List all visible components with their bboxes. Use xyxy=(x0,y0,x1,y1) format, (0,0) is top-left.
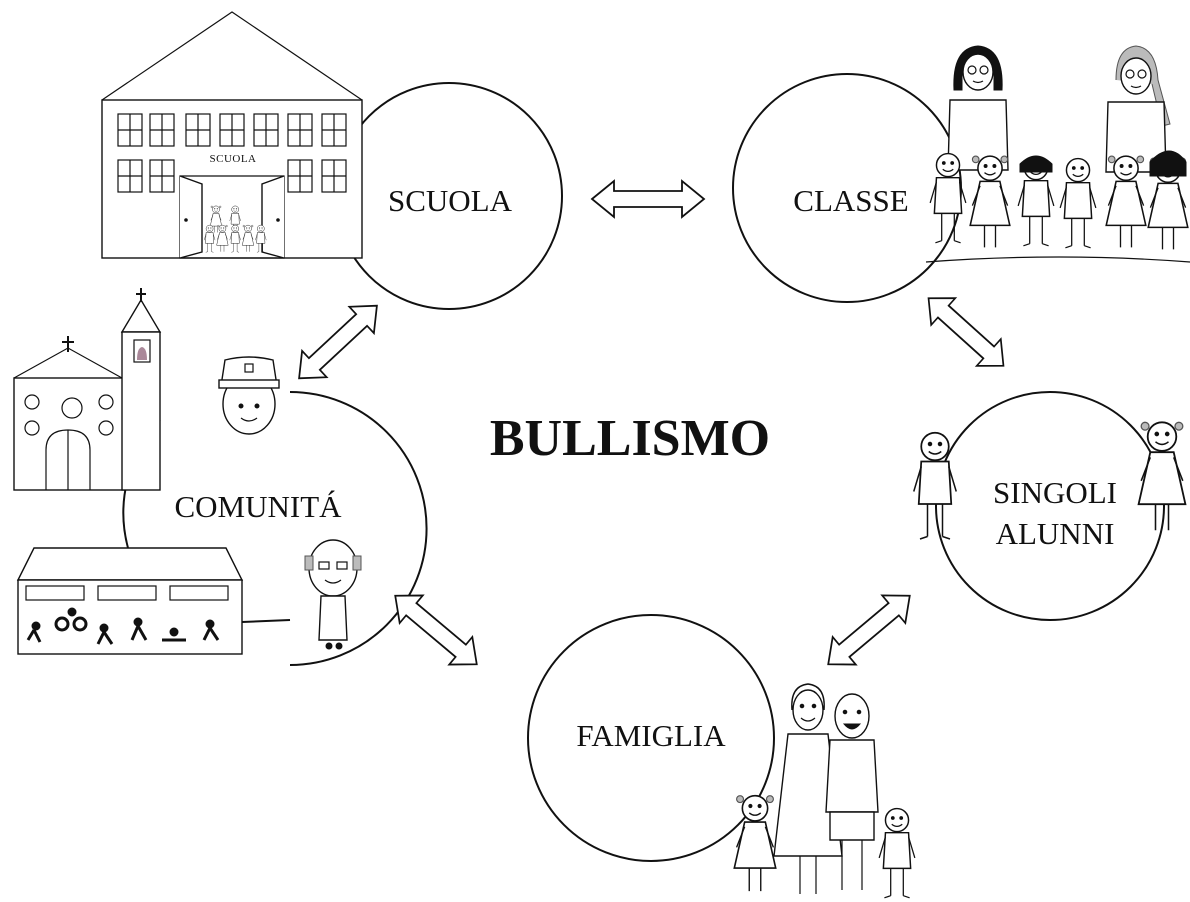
famiglia-circle xyxy=(527,614,775,862)
singoli-alunni-circle xyxy=(935,391,1165,621)
arrow-comunita-scuola xyxy=(285,291,391,393)
sports-hall-icon xyxy=(16,547,291,655)
arrow-singoli-famiglia xyxy=(815,581,923,679)
police-officer-icon xyxy=(218,356,280,435)
node-label-singoli: SINGOLI xyxy=(993,475,1117,510)
school-building-icon: SCUOLA xyxy=(101,11,363,259)
school-sign: SCUOLA xyxy=(209,153,256,165)
node-label-classe: CLASSE xyxy=(793,183,908,218)
diagram-title: BULLISMO xyxy=(490,410,770,467)
arrow-famiglia-comunita xyxy=(382,581,490,679)
arrow-scuola-classe xyxy=(591,180,705,218)
node-label-comunita: COMUNITÁ xyxy=(174,489,342,524)
elderly-man-icon xyxy=(304,539,362,650)
family-icon xyxy=(733,683,916,899)
arrow-classe-singoli xyxy=(915,284,1017,380)
node-label-famiglia: FAMIGLIA xyxy=(576,718,726,753)
comunita-circle-arc xyxy=(289,391,428,666)
church-icon xyxy=(13,288,162,491)
class-group-icon xyxy=(925,45,1190,263)
node-label-scuola: SCUOLA xyxy=(388,183,513,218)
child-girl-icon xyxy=(1137,421,1187,532)
node-label-alunni: ALUNNI xyxy=(996,516,1115,551)
child-boy-icon xyxy=(912,431,958,540)
